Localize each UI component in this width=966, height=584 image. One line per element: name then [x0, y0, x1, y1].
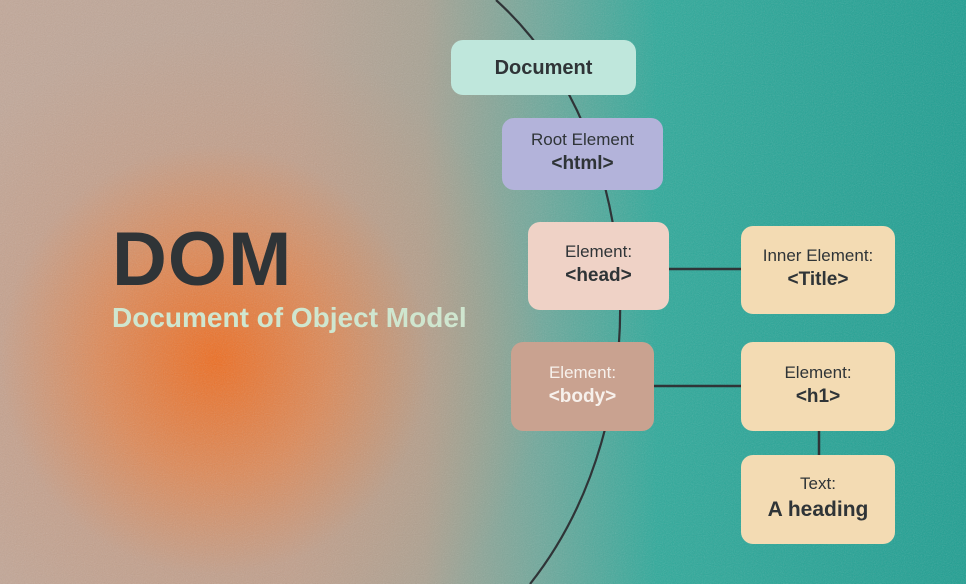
document-node: Document [451, 40, 636, 95]
head-element-node: Element: <head> [528, 222, 669, 310]
root-element-label: Root Element [531, 130, 634, 150]
head-element-tag: <head> [565, 265, 632, 287]
title-element-tag: <Title> [787, 269, 849, 291]
body-element-tag: <body> [548, 385, 617, 407]
head-element-label: Element: [564, 242, 633, 262]
h1-element-label: Element: [784, 362, 852, 382]
body-element-label: Element: [548, 362, 617, 382]
text-node: Text: A heading [741, 455, 895, 544]
title-element-node: Inner Element: <Title> [741, 226, 895, 314]
text-node-value: A heading [767, 498, 869, 522]
root-element-tag: <html> [551, 153, 614, 175]
document-node-tag: Document [494, 56, 593, 79]
page-title: DOM [112, 217, 293, 302]
title-element-label: Inner Element: [762, 246, 874, 266]
page-subtitle: Document of Object Model [112, 302, 467, 333]
h1-element-node: Element: <h1> [741, 342, 895, 431]
root-element-node: Root Element <html> [502, 118, 663, 190]
h1-element-tag: <h1> [795, 385, 841, 407]
text-node-label: Text: [800, 474, 836, 494]
body-element-node: Element: <body> [511, 342, 654, 431]
